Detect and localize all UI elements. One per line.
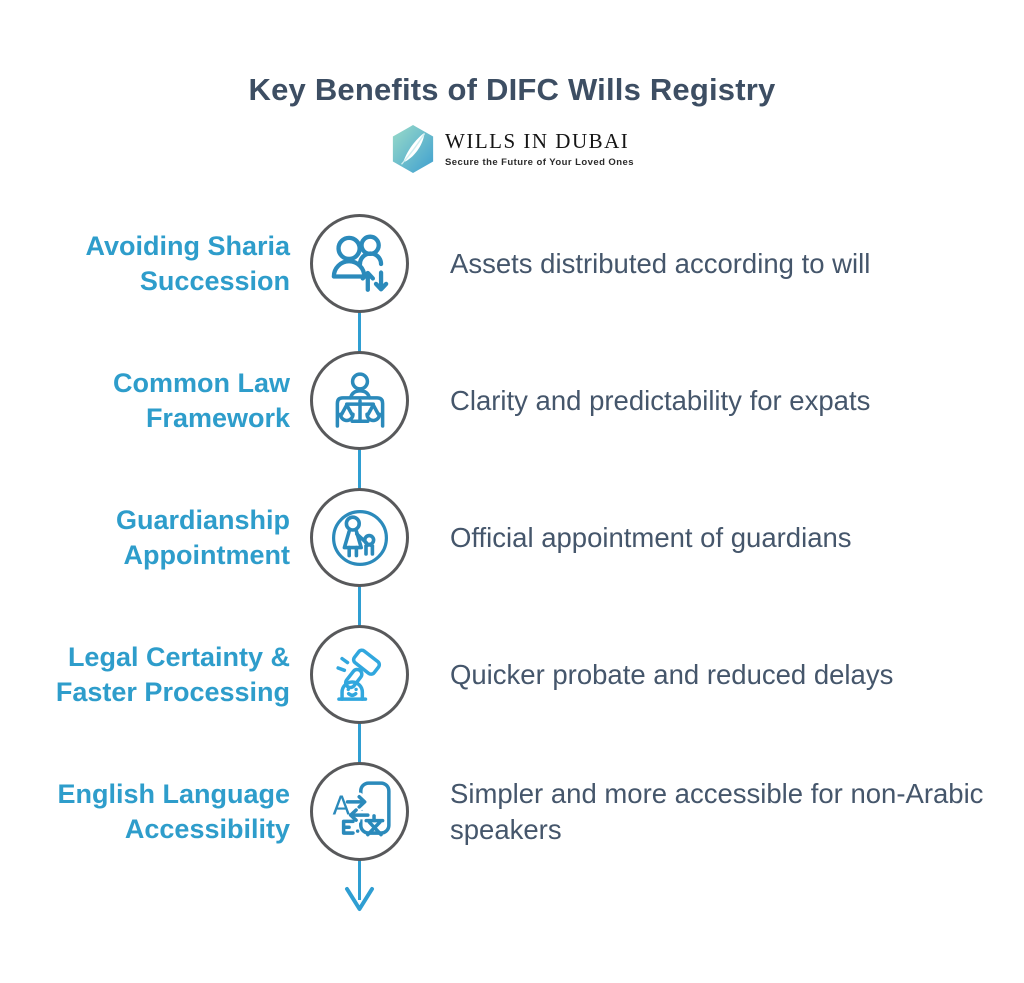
benefit-label: Avoiding Sharia Succession (85, 231, 290, 296)
brand-logo: WILLS IN DUBAI Secure the Future of Your… (0, 124, 1024, 174)
benefit-label: Guardianship Appointment (115, 505, 290, 570)
benefit-icon-circle (310, 625, 409, 724)
benefit-row-avoiding-sharia: Avoiding Sharia Succession Assets distri… (0, 195, 1024, 332)
benefit-label: Legal Certainty & Faster Processing (55, 642, 290, 707)
benefit-icon-circle: A (310, 762, 409, 861)
benefit-description: Simpler and more accessible for non-Arab… (450, 777, 984, 845)
benefit-label: Common Law Framework (112, 368, 290, 433)
page-title: Key Benefits of DIFC Wills Registry (248, 72, 776, 107)
logo-text: WILLS IN DUBAI Secure the Future of Your… (445, 129, 634, 168)
logo-tagline: Secure the Future of Your Loved Ones (445, 156, 634, 168)
benefit-description: Quicker probate and reduced delays (450, 658, 894, 690)
svg-text:A: A (332, 791, 350, 821)
guardian-child-icon (331, 509, 388, 566)
logo-name: WILLS IN DUBAI (445, 129, 630, 154)
benefit-list: Avoiding Sharia Succession Assets distri… (0, 195, 1024, 880)
flow-arrow-down-icon (345, 887, 374, 911)
benefit-label: English Language Accessibility (57, 779, 290, 844)
benefit-row-guardianship: Guardianship Appointment Official appoin… (0, 469, 1024, 606)
gavel-icon (335, 648, 381, 701)
benefit-description: Official appointment of guardians (450, 521, 852, 553)
benefit-description: Clarity and predictability for expats (450, 384, 871, 416)
benefit-row-legal-certainty: Legal Certainty & Faster Processing (0, 606, 1024, 743)
people-succession-icon (331, 234, 388, 292)
translate-icon: A (332, 780, 391, 836)
benefit-row-english-language: English Language Accessibility (0, 743, 1024, 880)
benefit-icon-circle (310, 488, 409, 587)
benefit-icon-circle (310, 351, 409, 450)
law-scales-icon (335, 371, 384, 428)
benefit-icon-circle (310, 214, 409, 313)
benefit-row-common-law: Common Law Framework (0, 332, 1024, 469)
feather-hexagon-icon (392, 125, 434, 173)
benefit-description: Assets distributed according to will (450, 247, 871, 279)
